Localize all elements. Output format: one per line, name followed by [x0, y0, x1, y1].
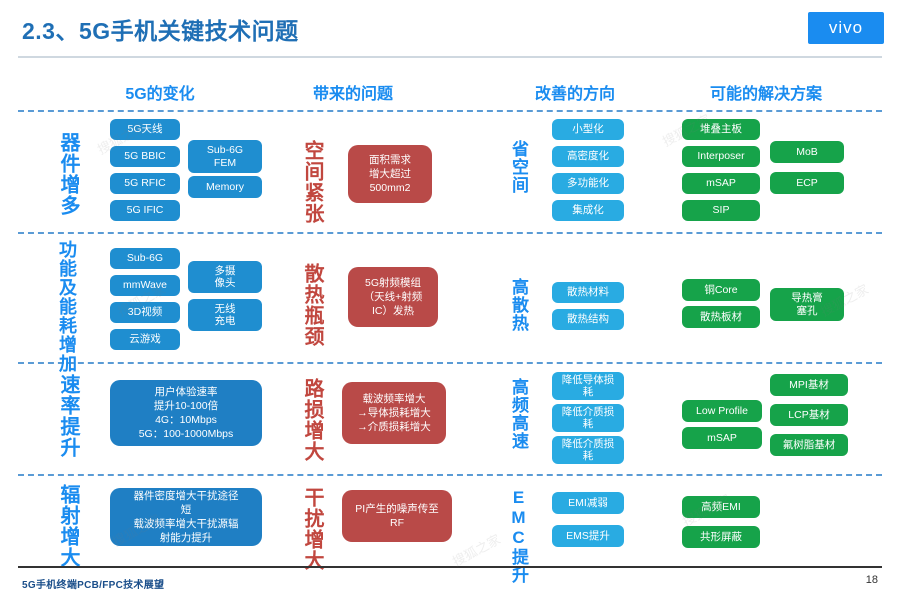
chip-change[interactable]: 5G IFIC: [110, 200, 180, 221]
column-header-direction: 改善的方向: [534, 86, 615, 103]
column-header-solutions: 可能的解决方案: [709, 86, 822, 103]
problem-box-2: 5G射频模组 （天线+射频 IC）发热: [348, 267, 438, 327]
chip-solution[interactable]: 散热板材: [682, 306, 760, 328]
chip-direction[interactable]: EMI减弱: [552, 492, 624, 514]
chip-direction[interactable]: 集成化: [552, 200, 624, 221]
row-label-3: 速率提升: [57, 374, 79, 458]
footer-divider: [18, 566, 882, 568]
slide-header: 2.3、5G手机关键技术问题 vivo: [0, 0, 900, 58]
column-header-changes: 5G的变化: [125, 86, 195, 103]
chip-solution[interactable]: 堆叠主板: [682, 119, 760, 140]
chip-direction[interactable]: EMS提升: [552, 525, 624, 547]
problem-box-1: 面积需求 增大超过 500mm2: [348, 145, 432, 203]
change-box-3: 用户体验速率 提升10-100倍 4G：10Mbps 5G：100-1000Mb…: [110, 380, 262, 446]
chip-solution[interactable]: 导热膏 塞孔: [770, 288, 844, 321]
direction-label-1: 省空间: [509, 140, 528, 194]
chip-solution[interactable]: 共形屏蔽: [682, 526, 760, 548]
problem-label-2: 散热瓶颈: [301, 263, 323, 347]
chip-change[interactable]: Memory: [188, 176, 262, 198]
row-label-1: 器件增多: [57, 132, 79, 216]
chip-change[interactable]: 5G RFIC: [110, 173, 180, 194]
watermark: 搜狐之家: [449, 531, 503, 570]
chip-change[interactable]: 5G天线: [110, 119, 180, 140]
chip-change[interactable]: Sub-6G FEM: [188, 140, 262, 173]
row-divider-2: [18, 362, 882, 364]
page-title: 2.3、5G手机关键技术问题: [22, 18, 299, 44]
chip-solution[interactable]: Low Profile: [682, 400, 762, 422]
problem-box-3: 载波频率增大 →导体损耗增大 →介质损耗增大: [342, 382, 446, 444]
chip-solution[interactable]: 铜Core: [682, 279, 760, 301]
chip-change[interactable]: 云游戏: [110, 329, 180, 350]
chip-change[interactable]: mmWave: [110, 275, 180, 296]
chip-direction[interactable]: 小型化: [552, 119, 624, 140]
row-divider-1: [18, 232, 882, 234]
chip-solution[interactable]: SIP: [682, 200, 760, 221]
chip-change[interactable]: 3D视频: [110, 302, 180, 323]
chip-change[interactable]: 5G BBIC: [110, 146, 180, 167]
chip-solution[interactable]: LCP基材: [770, 404, 848, 426]
chip-solution[interactable]: ECP: [770, 172, 844, 194]
page-number: 18: [865, 574, 878, 586]
vivo-logo: vivo: [808, 12, 884, 44]
chip-direction[interactable]: 降低导体损 耗: [552, 372, 624, 400]
chip-change[interactable]: 多摄 像头: [188, 261, 262, 293]
chip-solution[interactable]: Interposer: [682, 146, 760, 167]
chip-solution[interactable]: 氟树脂基材: [770, 434, 848, 456]
chip-direction[interactable]: 降低介质损 耗: [552, 436, 624, 464]
direction-label-4: EMC提升: [509, 488, 528, 584]
chip-direction[interactable]: 散热材料: [552, 282, 624, 303]
row-divider-top: [18, 110, 882, 112]
footer-label: 5G手机终端PCB/FPC技术展望: [22, 580, 165, 591]
chip-solution[interactable]: MoB: [770, 141, 844, 163]
chip-change[interactable]: Sub-6G: [110, 248, 180, 269]
row-label-4: 辐射增大: [57, 484, 79, 568]
problem-box-4: PI产生的噪声传至 RF: [342, 490, 452, 542]
vivo-logo-label: vivo: [828, 18, 864, 37]
problem-label-1: 空间紧张: [301, 140, 323, 224]
problem-label-3: 路损增大: [301, 378, 323, 462]
chip-direction[interactable]: 高密度化: [552, 146, 624, 167]
row-divider-3: [18, 474, 882, 476]
chip-change[interactable]: 无线 充电: [188, 299, 262, 331]
problem-label-4: 干扰增大: [301, 487, 323, 571]
chip-solution[interactable]: mSAP: [682, 427, 762, 449]
column-header-problems: 带来的问题: [312, 86, 393, 103]
chip-solution[interactable]: mSAP: [682, 173, 760, 194]
direction-label-2: 高散热: [509, 278, 528, 332]
direction-label-3: 高频高速: [509, 378, 528, 450]
chip-direction[interactable]: 多功能化: [552, 173, 624, 194]
chip-direction[interactable]: 降低介质损 耗: [552, 404, 624, 432]
change-box-4: 器件密度增大干扰途径 短 载波频率增大干扰源辐 射能力提升: [110, 488, 262, 546]
chip-solution[interactable]: 高频EMI: [682, 496, 760, 518]
row-label-2: 功能及能耗增加: [57, 240, 77, 373]
chip-solution[interactable]: MPI基材: [770, 374, 848, 396]
chip-direction[interactable]: 散热结构: [552, 309, 624, 330]
header-divider: [18, 56, 882, 58]
